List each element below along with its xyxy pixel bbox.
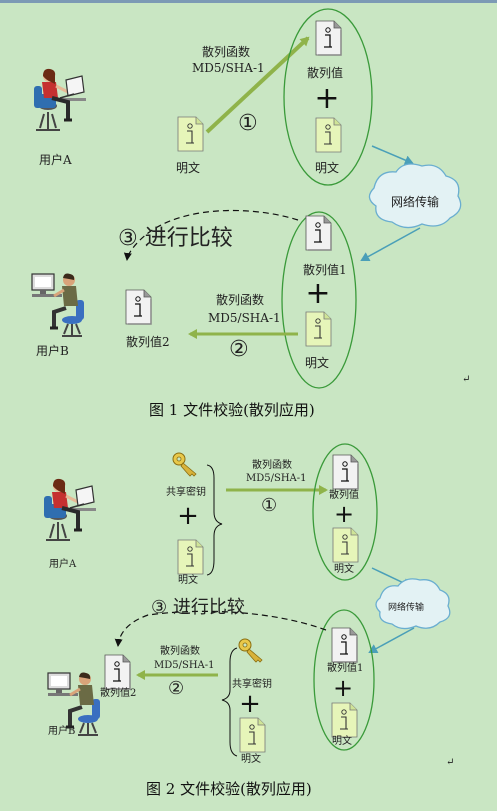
plaintext-label-5: 明文 <box>178 575 198 586</box>
plaintext-doc-icon-6 <box>331 702 358 738</box>
compare-arrow <box>123 209 299 261</box>
network-cloud-icon <box>368 163 462 229</box>
figure-2: + + + + <box>42 443 451 757</box>
user-b-label-2: 用户B <box>48 726 76 737</box>
plaintext-label-6: 明文 <box>332 736 352 747</box>
hash-value-label-2: 散列值 <box>329 490 359 501</box>
plaintext-doc-icon-4 <box>177 539 204 575</box>
plus-icon-4: + <box>334 500 354 528</box>
hash-value1-doc-icon-2 <box>331 627 358 663</box>
user-b-icon <box>30 271 86 338</box>
plus-icon: + <box>314 81 339 116</box>
step3-label-2: ③ 进行比较 <box>151 597 245 618</box>
hash-value-doc-icon-2 <box>332 454 359 490</box>
shared-key-icon-2 <box>238 638 263 663</box>
plus-icon-5: + <box>333 674 353 702</box>
hash-func-label-4: 散列函数 <box>160 646 200 657</box>
ellipse-a <box>283 8 373 186</box>
plaintext-doc-icon-3 <box>305 311 332 347</box>
hash-func-label-3: 散列函数 <box>252 460 292 471</box>
hash-value1-label-2: 散列值1 <box>327 663 364 674</box>
brace-2 <box>221 647 238 757</box>
plaintext-doc-icon-2 <box>315 117 342 153</box>
user-a-icon <box>32 66 88 132</box>
plaintext-label-7: 明文 <box>241 754 261 765</box>
shared-key-label-1: 共享密钥 <box>166 487 206 498</box>
plaintext-label-3: 明文 <box>305 356 330 370</box>
hash-value2-label-2: 散列值2 <box>100 688 137 699</box>
network-label-2: 网络传输 <box>388 603 425 613</box>
caption-1: 图 1 文件校验(散列应用) <box>149 401 315 419</box>
algo-label-3: MD5/SHA-1 <box>246 473 307 484</box>
algo-label-1: MD5/SHA-1 <box>192 61 265 75</box>
network-arrow-out-2 <box>368 627 415 654</box>
hash-value-doc-icon <box>315 20 342 56</box>
network-arrow-in <box>371 145 414 165</box>
user-a-label: 用户A <box>39 153 72 167</box>
plus-icon-3: + <box>177 501 199 531</box>
hash-value1-doc-icon <box>305 215 332 251</box>
hash-func-label-2: 散列函数 <box>216 293 265 307</box>
hash-func-label-1: 散列函数 <box>202 45 251 59</box>
compare-arrow-2 <box>114 610 327 647</box>
plaintext-label-2: 明文 <box>315 161 340 175</box>
hash-value2-doc-icon <box>125 289 152 325</box>
hash-value2-label: 散列值2 <box>126 335 170 349</box>
user-a-label-2: 用户A <box>49 559 77 570</box>
hash-value2-doc-icon-2 <box>104 654 131 690</box>
plaintext-doc-icon-5 <box>332 527 359 563</box>
network-cloud-icon-2 <box>375 578 451 630</box>
shared-key-label-2: 共享密钥 <box>232 679 272 690</box>
step2-label: ② <box>229 337 249 362</box>
plaintext-doc-icon-7 <box>239 717 266 753</box>
shared-key-icon <box>172 452 197 477</box>
hash-value-label: 散列值 <box>307 66 344 80</box>
paragraph-mark-1: ↵ <box>462 374 471 385</box>
algo-label-4: MD5/SHA-1 <box>154 660 215 671</box>
user-b-label: 用户B <box>36 344 69 358</box>
top-border-line <box>0 0 497 3</box>
figure-1: + + <box>30 8 462 389</box>
plaintext-doc-icon <box>177 116 204 152</box>
network-arrow-out <box>360 227 421 261</box>
step3-label: ③ 进行比较 <box>118 226 233 251</box>
plus-icon-6: + <box>239 689 261 719</box>
caption-2: 图 2 文件校验(散列应用) <box>146 780 312 798</box>
plaintext-label-1: 明文 <box>176 161 201 175</box>
paragraph-mark-2: ↵ <box>446 757 455 768</box>
ellipse-c <box>312 443 378 581</box>
hash-value1-label: 散列值1 <box>303 263 347 277</box>
hash-arrow-1 <box>205 36 310 134</box>
brace-1 <box>206 464 223 576</box>
network-label-1: 网络传输 <box>391 195 440 209</box>
algo-label-2: MD5/SHA-1 <box>208 311 281 325</box>
step1-label: ① <box>238 111 258 136</box>
plus-icon-2: + <box>305 276 330 311</box>
ellipse-b <box>281 211 357 389</box>
plaintext-label-4: 明文 <box>334 564 354 575</box>
ellipse-d <box>313 609 375 751</box>
user-a-icon-2 <box>42 476 98 542</box>
step1-label-2: ① <box>261 495 278 516</box>
step2-label-2: ② <box>168 678 185 699</box>
